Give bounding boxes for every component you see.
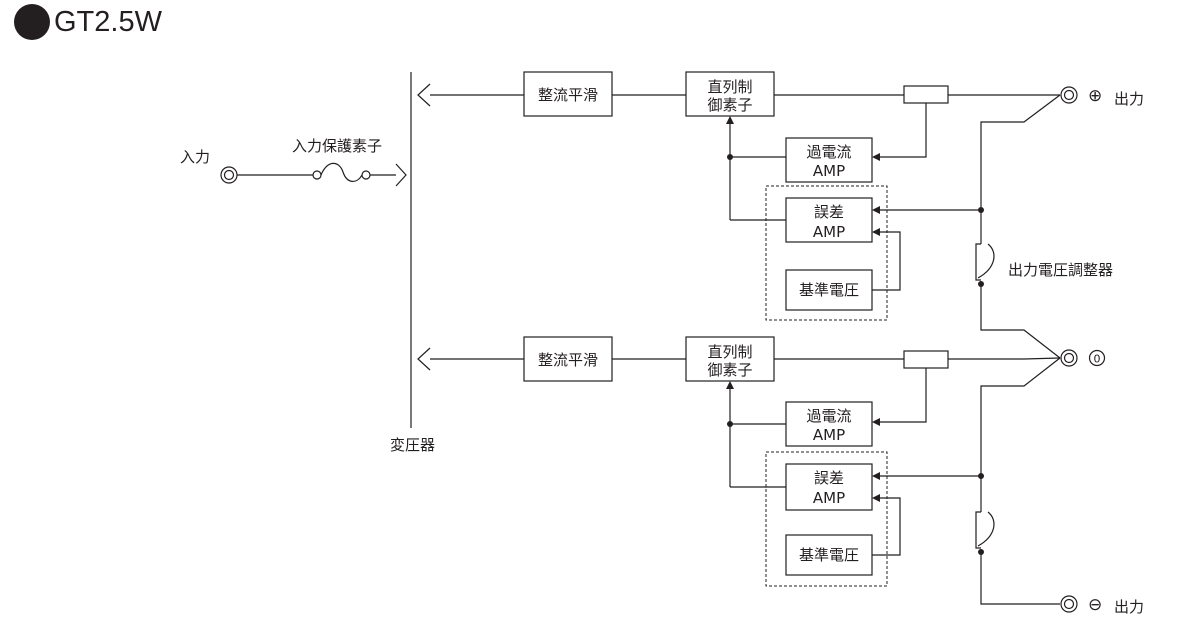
- reference-label-2: 基準電圧: [799, 546, 859, 564]
- title-text: GT2.5W: [54, 5, 162, 38]
- minus-terminal-outer: [1060, 595, 1078, 613]
- reference-label-1: 基準電圧: [799, 281, 859, 299]
- series-control-label-2a: 直列制: [707, 343, 752, 361]
- potentiometer-wiper-icon: [977, 511, 995, 547]
- error-amp-group-1: [765, 185, 888, 321]
- input-protection-label: 入力保護素子: [292, 137, 382, 155]
- input-section: 入力 入力保護素子: [180, 137, 407, 187]
- error-amp-block-2: [785, 463, 873, 511]
- zero-terminal-inner: [1063, 352, 1075, 364]
- primary-winding-icon: [395, 163, 407, 187]
- arrow-icon: [872, 228, 880, 236]
- series-control-label-1b: 御素子: [707, 96, 752, 114]
- error-label-2b: AMP: [813, 489, 845, 507]
- arrow-icon: [872, 153, 880, 161]
- plus-terminal-outer: [1060, 86, 1078, 104]
- series-control-label-2b: 御素子: [707, 361, 752, 379]
- current-sense-resistor-2: [903, 350, 949, 369]
- arrow-icon: [872, 418, 880, 426]
- channel-2: 整流平滑 直列制 御素子 過電流 AMP 誤差 AMP 基準電圧: [430, 336, 1144, 616]
- error-amp-group-2: [765, 451, 888, 587]
- secondary-winding-2-icon: [417, 347, 431, 371]
- input-terminal-inner: [223, 169, 235, 181]
- error-label-2a: 誤差: [814, 469, 844, 487]
- potentiometer-body-2: [975, 511, 981, 549]
- rectifier-label-2: 整流平滑: [538, 351, 598, 369]
- arrow-icon: [872, 206, 880, 214]
- fuse-terminal-right: [361, 170, 371, 180]
- series-control-block-1: [685, 71, 775, 117]
- transformer: 変圧器: [390, 72, 435, 454]
- minus-output-label: 出力: [1114, 598, 1144, 616]
- overcurrent-amp-block-1: [785, 137, 873, 183]
- arrow-icon: [872, 494, 880, 502]
- plus-terminal-inner: [1063, 89, 1075, 101]
- minus-terminal-inner: [1063, 598, 1075, 610]
- transformer-label: 変圧器: [390, 436, 435, 454]
- diagram-title: GT2.5W: [14, 2, 162, 42]
- plus-symbol-icon: ⊕: [1088, 86, 1102, 106]
- rectifier-block-2: [523, 336, 613, 382]
- fuse-terminal-left: [312, 170, 322, 180]
- error-label-1a: 誤差: [814, 203, 844, 221]
- zero-terminal-outer: [1060, 349, 1078, 367]
- reference-voltage-block-2: [785, 534, 873, 576]
- overcurrent-label-2a: 過電流: [806, 407, 851, 425]
- arrow-icon: [726, 116, 734, 124]
- title-bullet-icon: [14, 4, 50, 40]
- minus-symbol-icon: ⊖: [1088, 595, 1102, 615]
- arrow-icon: [726, 381, 734, 389]
- fuse-icon: [320, 162, 363, 182]
- potentiometer-body-1: [975, 243, 981, 281]
- reference-voltage-block-1: [785, 269, 873, 311]
- potentiometer-wiper-icon: [977, 243, 995, 279]
- series-control-label-1a: 直列制: [707, 78, 752, 96]
- secondary-winding-1-icon: [417, 83, 431, 107]
- overcurrent-label-1b: AMP: [813, 162, 845, 180]
- error-label-1b: AMP: [813, 223, 845, 241]
- rectifier-block-1: [523, 71, 613, 117]
- overcurrent-label-1a: 過電流: [806, 143, 851, 161]
- rectifier-label-1: 整流平滑: [538, 86, 598, 104]
- arrow-icon: [872, 472, 880, 480]
- input-label: 入力: [180, 148, 210, 166]
- overcurrent-amp-block-2: [785, 401, 873, 447]
- error-amp-block-1: [785, 197, 873, 243]
- zero-symbol: 0: [1094, 353, 1101, 366]
- channel-1: 整流平滑 直列制 御素子 ⊕ 出力 過電流 AMP 誤差 AMP: [430, 71, 1144, 359]
- zero-terminal-group: 0: [1060, 349, 1106, 367]
- plus-output-label: 出力: [1114, 90, 1144, 108]
- overcurrent-label-2b: AMP: [813, 426, 845, 444]
- output-adjuster-label: 出力電圧調整器: [1008, 261, 1113, 279]
- input-terminal-outer: [220, 166, 238, 184]
- current-sense-resistor-1: [903, 85, 949, 104]
- zero-symbol-ring: [1088, 349, 1106, 367]
